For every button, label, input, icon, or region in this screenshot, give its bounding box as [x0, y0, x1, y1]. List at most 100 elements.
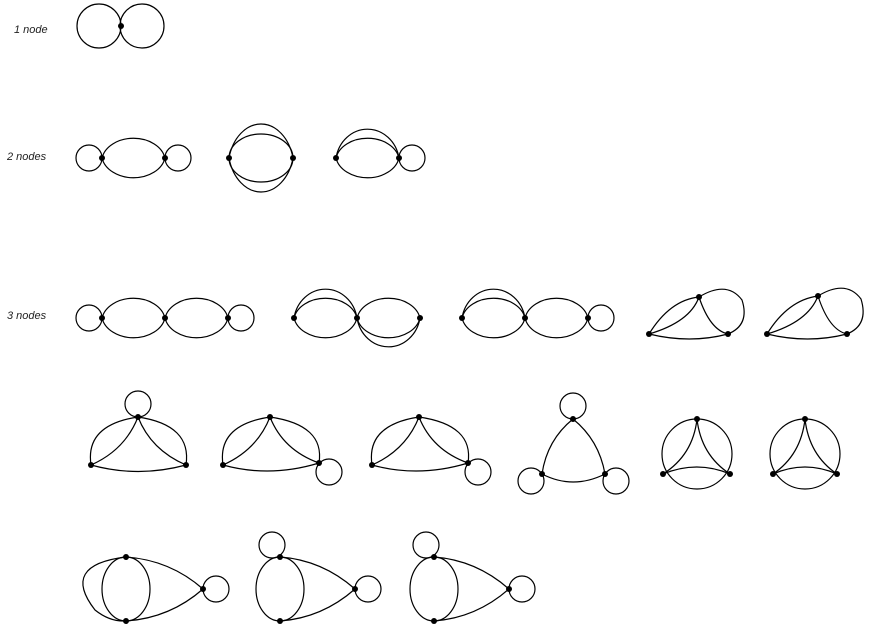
vertex	[431, 618, 437, 624]
propagator-edge	[817, 295, 848, 335]
propagator-edge	[137, 416, 188, 466]
self-loop	[559, 392, 587, 420]
propagator-edge	[89, 416, 139, 466]
self-loop	[517, 467, 545, 495]
diagram-1-node-figure-eight	[76, 3, 165, 49]
propagator-edge	[101, 556, 127, 622]
propagator-edge	[371, 416, 420, 466]
vertex	[417, 315, 423, 321]
vertex	[277, 554, 283, 560]
propagator-edge	[82, 556, 127, 622]
propagator-edge	[461, 317, 526, 339]
self-loop	[258, 531, 286, 559]
propagator-edge	[269, 416, 321, 464]
propagator-edge	[137, 416, 187, 466]
vertex	[220, 462, 226, 468]
propagator-edge	[817, 287, 864, 335]
outer-propagator-circle	[769, 418, 841, 490]
diagram-3-nodes-teardrop-b	[255, 531, 382, 624]
vertex	[369, 462, 375, 468]
diagram-2-nodes-c	[333, 128, 426, 179]
vertex	[200, 586, 206, 592]
propagator-edge	[221, 416, 271, 466]
propagator-edge	[293, 297, 358, 319]
propagator-edge	[541, 473, 606, 483]
propagator-edge	[766, 295, 819, 335]
vertex	[267, 414, 273, 420]
diagram-2-nodes-a	[75, 137, 192, 179]
self-loop	[587, 304, 615, 332]
propagator-edge	[766, 295, 819, 335]
diagram-3-nodes-circle-b	[769, 416, 841, 490]
propagator-edge	[418, 416, 470, 464]
vertex	[277, 618, 283, 624]
propagator-edge	[125, 588, 204, 622]
vertex	[646, 331, 652, 337]
vertex	[99, 155, 105, 161]
vertex	[316, 460, 322, 466]
propagator-edge	[648, 296, 700, 335]
propagator-edge	[698, 288, 745, 335]
self-loop	[227, 304, 255, 332]
propagator-edge	[461, 297, 526, 319]
vertex	[802, 416, 808, 422]
vertex	[585, 315, 591, 321]
propagator-edge	[433, 588, 510, 622]
diagram-3-nodes-tadpole-right-a	[220, 414, 343, 486]
vertex	[522, 315, 528, 321]
propagator-edge	[409, 556, 435, 622]
vertex	[570, 416, 576, 422]
vertex	[88, 462, 94, 468]
vertex	[290, 155, 296, 161]
propagator-edge	[356, 317, 421, 339]
propagator-edge	[255, 556, 281, 622]
diagram-3-nodes-tadpole-top	[88, 390, 189, 473]
propagator-edge	[293, 288, 358, 319]
propagator-edge	[279, 556, 305, 622]
self-loop	[508, 575, 536, 603]
self-loop	[398, 144, 426, 172]
vertex	[123, 618, 129, 624]
propagator-edge	[101, 317, 166, 339]
propagator-edge	[572, 418, 606, 475]
vertex	[333, 155, 339, 161]
self-loop	[119, 3, 165, 49]
vertex	[539, 471, 545, 477]
vertex	[352, 586, 358, 592]
propagator-edge	[371, 462, 469, 472]
propagator-edge	[524, 317, 589, 339]
propagator-edge	[228, 157, 294, 193]
outer-propagator-circle	[661, 418, 733, 490]
diagram-2-nodes-b	[226, 123, 296, 193]
diagram-3-nodes-chain-c	[459, 288, 615, 339]
propagator-edge	[662, 466, 731, 475]
propagator-edge	[101, 297, 166, 319]
vertex	[727, 471, 733, 477]
vertex	[291, 315, 297, 321]
propagator-edge	[524, 297, 589, 319]
self-loop	[124, 390, 152, 418]
vertex	[725, 331, 731, 337]
self-loop	[75, 304, 103, 332]
propagator-edge	[335, 157, 400, 179]
propagator-edge	[696, 418, 731, 475]
propagator-edge	[164, 297, 229, 319]
propagator-edge	[125, 556, 151, 622]
propagator-edge	[698, 296, 729, 335]
vertex	[118, 23, 124, 29]
self-loop	[315, 458, 343, 486]
propagator-edge	[269, 416, 320, 464]
propagator-edge	[222, 462, 320, 472]
propagator-edge	[164, 317, 229, 339]
diagram-3-nodes-teardrop-c	[409, 531, 536, 624]
propagator-edge	[648, 296, 700, 335]
self-loop	[602, 467, 630, 495]
propagator-edge	[228, 157, 294, 183]
propagator-edge	[804, 418, 838, 475]
vertex	[162, 155, 168, 161]
vertex	[226, 155, 232, 161]
vertex	[506, 586, 512, 592]
vertex	[416, 414, 422, 420]
propagator-edge	[370, 416, 420, 466]
